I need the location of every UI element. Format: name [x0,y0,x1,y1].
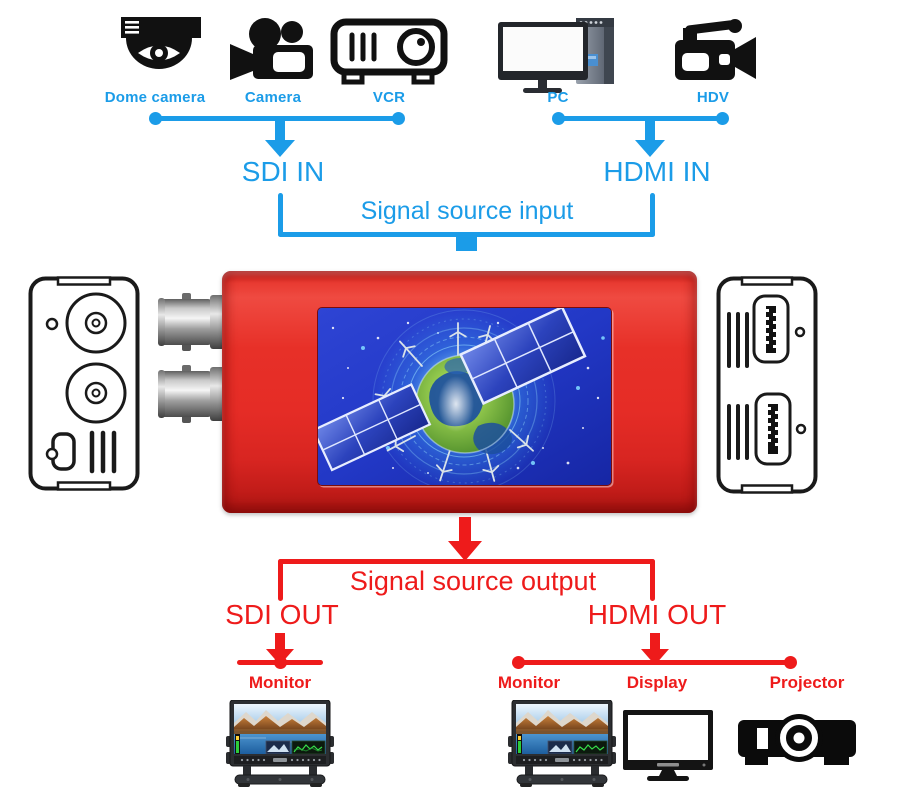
output-section-title: Signal source output [349,566,597,596]
device-screen [317,307,612,486]
vcr-icon [330,18,448,90]
line-endpoint-dot [552,112,565,125]
input-bracket-line [278,232,655,237]
sink-label-projector: Projector [769,673,845,692]
output-bracket-right [650,559,655,601]
display-icon [621,709,715,783]
input-section-title: Signal source input [360,197,574,225]
hdmi-sinks-line [518,660,790,665]
input-bracket-right [650,193,655,237]
hdmi-sources-line [558,116,722,121]
sdi-in-arrow [265,118,295,157]
pc-icon [496,12,621,96]
hdmi-in-label: HDMI IN [603,156,711,187]
bnc-connector-icon [158,363,228,425]
sdi-side-panel-drawing [28,276,140,491]
source-label-dome-camera: Dome camera [104,89,206,106]
bnc-connector-icon [158,291,228,353]
hdv-camcorder-icon [669,16,757,84]
dome-camera-icon [105,14,205,88]
earth-satellite-graphic [318,308,611,485]
line-endpoint-dot [716,112,729,125]
output-bracket-left [278,559,283,601]
source-label-camera: Camera [244,89,302,106]
sink-label-monitor-hdmi: Monitor [497,673,561,692]
sink-label-monitor-sdi: Monitor [248,673,312,692]
line-endpoint-dot [149,112,162,125]
converter-device-photo [222,271,697,513]
sdi-in-label: SDI IN [241,156,325,187]
sdi-out-label: SDI OUT [225,599,339,630]
projector-icon [736,713,858,771]
line-endpoint-dot [274,656,287,669]
line-endpoint-dot [784,656,797,669]
source-label-hdv: HDV [696,89,730,106]
device-output-arrow [448,517,482,561]
broadcast-monitor-icon [226,699,334,788]
sink-label-display: Display [626,673,688,692]
video-camera-icon [227,17,319,83]
source-label-vcr: VCR [372,89,406,106]
output-bracket-line [278,559,655,564]
line-endpoint-dot [392,112,405,125]
broadcast-monitor-icon [508,699,616,788]
source-label-pc: PC [547,89,569,106]
hdmi-in-arrow [635,118,665,157]
input-bracket-left [278,193,283,237]
input-bracket-tab [456,237,477,251]
hdmi-side-panel-drawing [716,276,818,494]
hdmi-out-label: HDMI OUT [587,599,727,630]
line-endpoint-dot [512,656,525,669]
